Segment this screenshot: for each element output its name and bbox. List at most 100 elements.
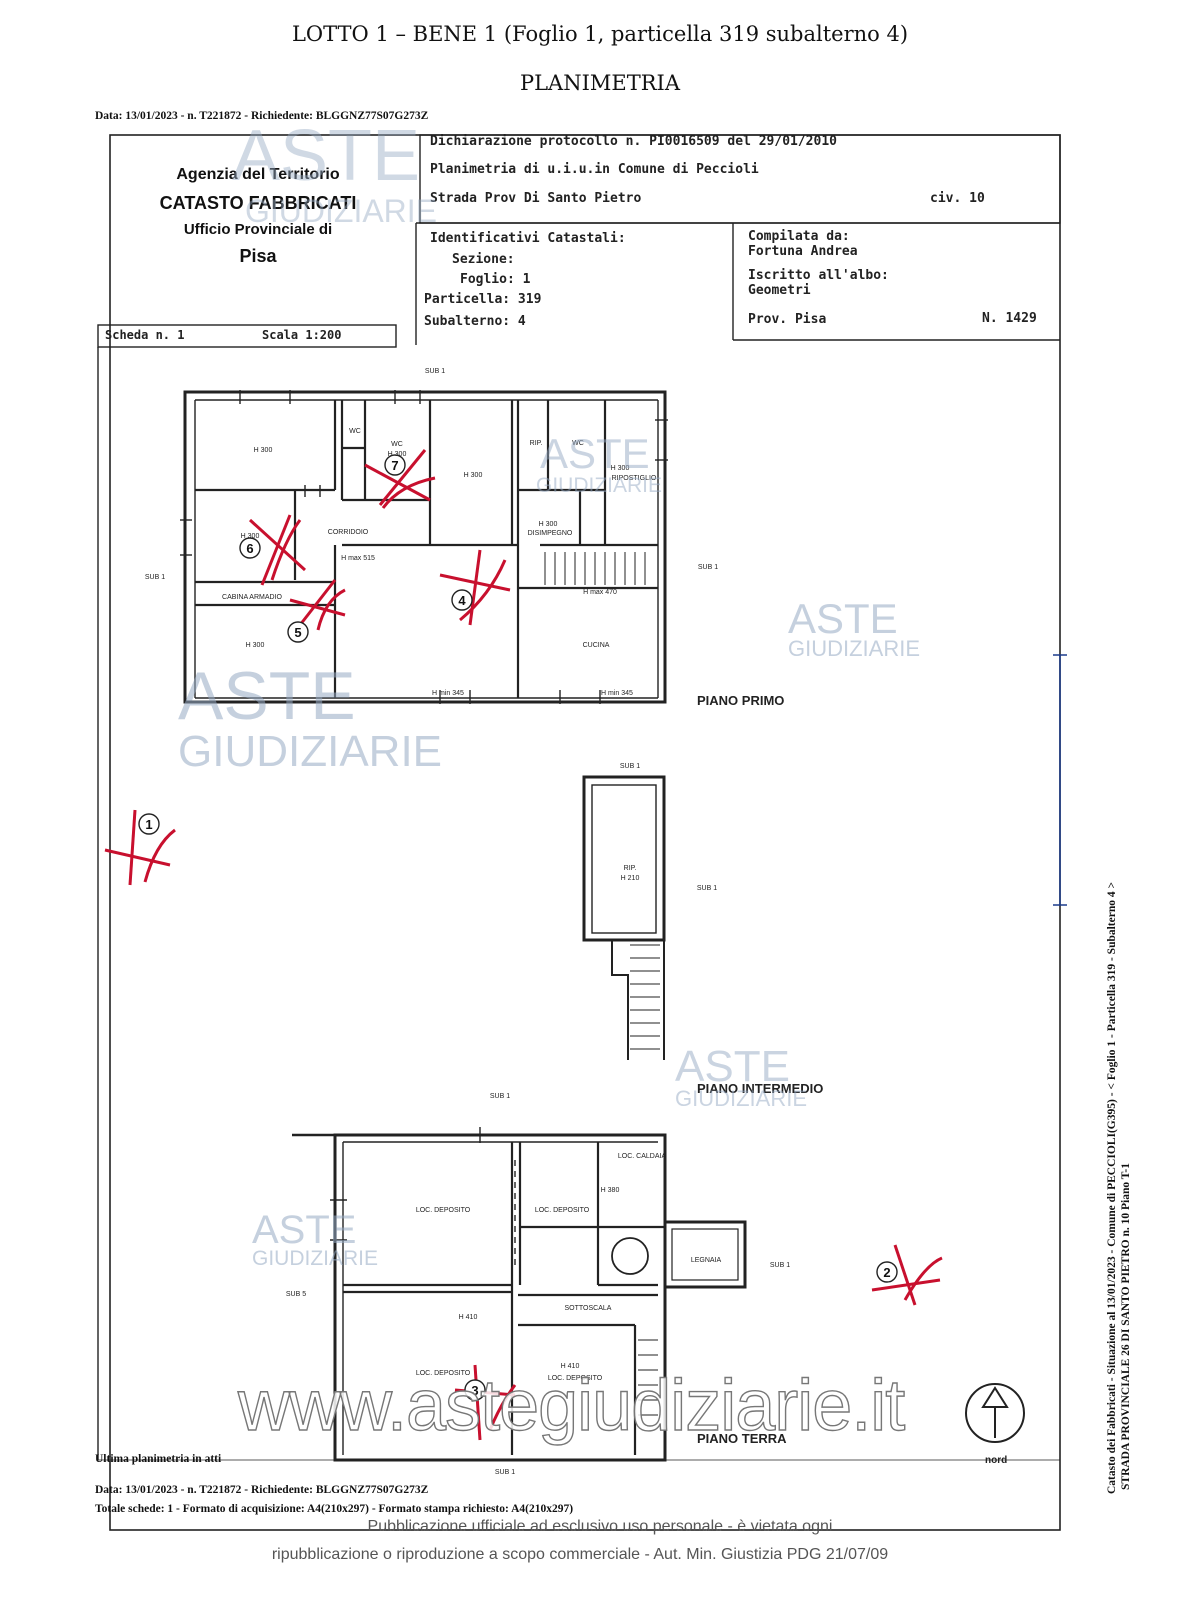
agency-name: Agenzia del Territorio — [176, 166, 340, 183]
label-cucina: CUCINA — [583, 642, 610, 649]
photo-point-4: 4 — [458, 593, 466, 608]
watermark-aste: ASTE — [232, 116, 421, 196]
label-sub1: SUB 1 — [495, 1469, 515, 1476]
label-wc: WC — [572, 440, 584, 447]
label-ripostiglio: RIPOSTIGLIO — [612, 475, 657, 482]
label-h300: H 300 — [539, 521, 558, 528]
label-sub1: SUB 1 — [425, 368, 445, 375]
label-sub1: SUB 1 — [490, 1093, 510, 1100]
label-sub1: SUB 1 — [698, 564, 718, 571]
watermark-notice-2: ripubblicazione o riproduzione a scopo c… — [271, 1546, 889, 1563]
label-wc: WC — [349, 428, 361, 435]
floor-plan-piano-terra — [292, 1127, 747, 1462]
watermark-aste: ASTE — [788, 595, 898, 642]
label-legnaia: LEGNAIA — [691, 1257, 722, 1264]
watermark-aste: ASTE — [252, 1208, 357, 1252]
footer-request: Data: 13/01/2023 - n. T221872 - Richiede… — [95, 1484, 429, 1496]
compiler-albo: Geometri — [748, 283, 811, 298]
identifier-sezione: Sezione: — [452, 252, 515, 267]
label-sub1: SUB 1 — [697, 885, 717, 892]
side-text-1: Catasto dei Fabbricati - Situazione al 1… — [1106, 881, 1118, 1494]
floor-plan-piano-intermedio — [582, 775, 666, 1060]
footer-totals: Totale schede: 1 - Formato di acquisizio… — [95, 1503, 574, 1515]
label-h410: H 410 — [561, 1363, 580, 1370]
floor-label-piano-intermedio: PIANO INTERMEDIO — [697, 1081, 823, 1096]
label-wc: WC — [391, 441, 403, 448]
compiler-label: Compilata da: — [748, 229, 850, 244]
photo-point-7: 7 — [391, 458, 398, 473]
label-h300: H 300 — [254, 447, 273, 454]
floor-label-piano-primo: PIANO PRIMO — [697, 693, 784, 708]
label-cabina-armadio: CABINA ARMADIO — [222, 594, 282, 601]
declaration-civ: civ. 10 — [930, 191, 985, 206]
label-hmin345: H min 345 — [601, 690, 633, 697]
label-loc-deposito: LOC. DEPOSITO — [548, 1375, 603, 1382]
watermark-site: www.astegiudiziarie.it — [237, 1366, 906, 1446]
compiler-albo-label: Iscritto all'albo: — [748, 268, 889, 283]
agency-office: Ufficio Provinciale di — [183, 221, 333, 238]
declaration-street: Strada Prov Di Santo Pietro — [430, 191, 642, 206]
compiler-number: N. 1429 — [982, 311, 1037, 326]
label-hmax470: H max 470 — [583, 589, 617, 596]
scheda-scale: Scala 1:200 — [262, 328, 342, 342]
declaration-protocol: Dichiarazione protocollo n. PI0016509 de… — [430, 134, 837, 149]
agency-catasto: CATASTO FABBRICATI — [159, 193, 357, 213]
page-subtitle: PLANIMETRIA — [519, 71, 681, 95]
floor-label-piano-terra: PIANO TERRA — [697, 1431, 787, 1446]
photo-marker-crosses — [104, 449, 943, 1441]
identifier-foglio: Foglio: 1 — [460, 272, 531, 287]
label-h410: H 410 — [459, 1314, 478, 1321]
label-h300: H 300 — [241, 533, 260, 540]
page-title: LOTTO 1 – BENE 1 (Foglio 1, particella 3… — [291, 22, 909, 46]
watermark-giudiziarie: GIUDIZIARIE — [675, 1086, 808, 1111]
label-h300: H 300 — [611, 465, 630, 472]
label-hmax515: H max 515 — [341, 555, 375, 562]
declaration-plan: Planimetria di u.i.u.in Comune di Peccio… — [430, 162, 759, 177]
photo-point-3: 3 — [471, 1383, 478, 1398]
compiler-prov: Prov. Pisa — [748, 312, 827, 327]
footer-last-plan: Ultima planimetria in atti — [95, 1453, 222, 1465]
label-sub1: SUB 1 — [620, 763, 640, 770]
north-label: nord — [985, 1455, 1007, 1466]
label-loc-deposito: LOC. DEPOSITO — [535, 1207, 590, 1214]
label-h210: H 210 — [621, 875, 640, 882]
identifier-particella: Particella: 319 — [424, 292, 542, 307]
identifiers-heading: Identificativi Catastali: — [430, 231, 626, 246]
watermark-aste: ASTE — [178, 658, 356, 734]
photo-point-6: 6 — [246, 541, 253, 556]
label-h300: H 300 — [246, 642, 265, 649]
side-text-2: STRADA PROVINCIALE 26 DI SANTO PIETRO n.… — [1120, 1163, 1132, 1490]
watermark-giudiziarie: GIUDIZIARIE — [536, 474, 663, 497]
label-loc-caldaia: LOC. CALDAIA — [618, 1153, 667, 1160]
label-rip: RIP. — [624, 865, 637, 872]
request-line: Data: 13/01/2023 - n. T221872 - Richiede… — [95, 110, 429, 122]
photo-point-2: 2 — [883, 1265, 890, 1280]
label-disimpegno: DISIMPEGNO — [528, 530, 573, 537]
label-loc-deposito: LOC. DEPOSITO — [416, 1370, 471, 1377]
agency-province: Pisa — [239, 246, 277, 266]
label-rip: RIP. — [530, 440, 543, 447]
watermark-aste: ASTE — [540, 430, 650, 477]
north-arrow-icon — [965, 1383, 1025, 1443]
watermark-notice-1: Pubblicazione ufficiale ad esclusivo uso… — [367, 1518, 833, 1535]
label-hmin345: H min 345 — [432, 690, 464, 697]
watermark-giudiziarie: GIUDIZIARIE — [245, 193, 438, 229]
watermark-giudiziarie: GIUDIZIARIE — [178, 727, 443, 776]
label-sub1: SUB 1 — [770, 1262, 790, 1269]
label-h300: H 300 — [464, 472, 483, 479]
scheda-number: Scheda n. 1 — [105, 328, 185, 342]
label-loc-deposito: LOC. DEPOSITO — [416, 1207, 471, 1214]
photo-point-5: 5 — [294, 625, 301, 640]
watermark-aste: ASTE — [675, 1042, 790, 1091]
watermark-giudiziarie: GIUDIZIARIE — [252, 1247, 379, 1270]
label-sub5: SUB 5 — [286, 1291, 306, 1298]
label-h300: H 300 — [388, 451, 407, 458]
label-corridoio: CORRIDOIO — [328, 529, 369, 536]
compiler-name: Fortuna Andrea — [748, 244, 858, 259]
photo-point-1: 1 — [145, 817, 152, 832]
label-h380: H 380 — [601, 1187, 620, 1194]
label-sottoscala: SOTTOSCALA — [565, 1305, 612, 1312]
watermark-giudiziarie: GIUDIZIARIE — [788, 636, 921, 661]
label-sub1: SUB 1 — [145, 574, 165, 581]
